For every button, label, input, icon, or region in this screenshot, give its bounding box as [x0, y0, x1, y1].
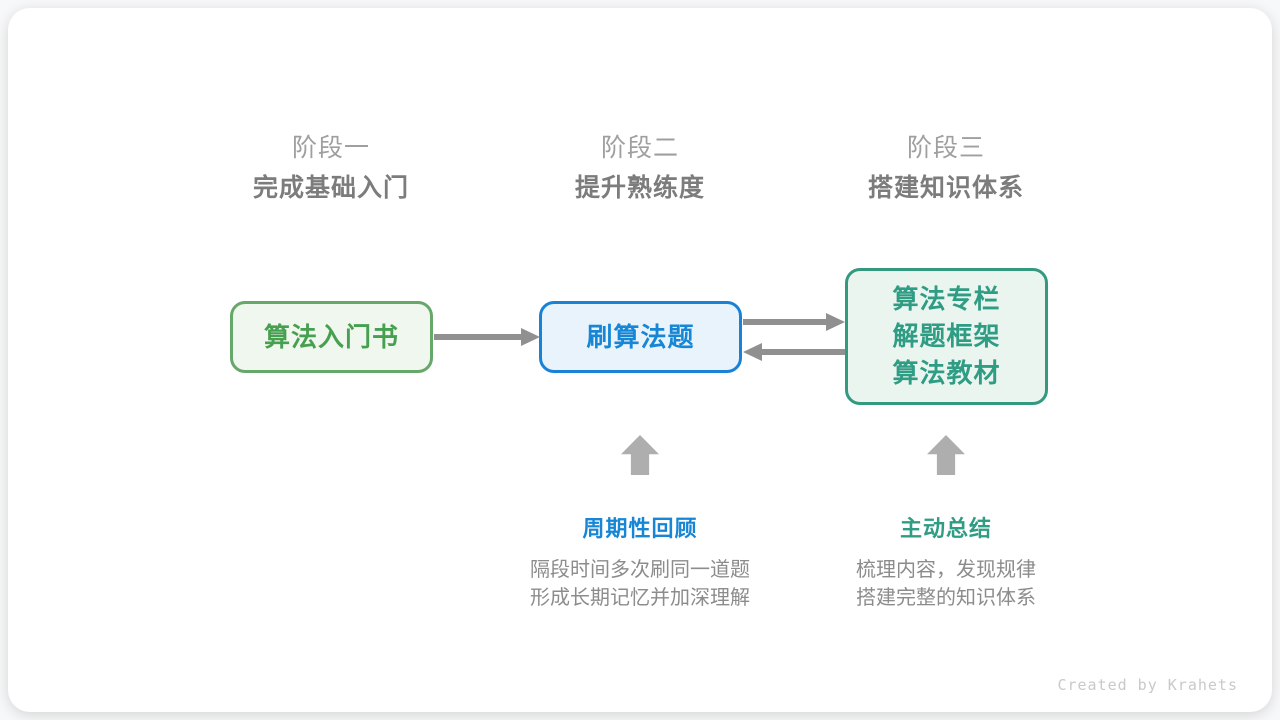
credit-text: Created by Krahets	[1057, 676, 1238, 694]
stage1-label: 阶段一	[291, 134, 370, 162]
annotation-periodic-review-desc-line-2: 形成长期记忆并加深理解	[530, 587, 750, 609]
node-intro-book-label: 算法入门书	[263, 321, 399, 352]
arrow-2-line	[743, 319, 828, 325]
annotation-active-summary-desc-line-1: 梳理内容，发现规律	[856, 559, 1036, 581]
node-knowledge-line-1: 算法专栏	[892, 284, 1001, 314]
annotation-active-summary-title: 主动总结	[899, 516, 992, 541]
arrow-3-line	[760, 349, 845, 355]
stage2-label: 阶段二	[600, 134, 679, 162]
node-intro-book: 算法入门书	[230, 301, 433, 373]
arrow-left-icon	[743, 343, 762, 361]
stage1-subtitle: 完成基础入门	[252, 174, 409, 202]
arrow-1-line	[434, 334, 523, 340]
stage2-subtitle: 提升熟练度	[574, 174, 705, 202]
node-knowledge-line-3: 算法教材	[892, 358, 1001, 388]
node-knowledge-line-2: 解题框架	[892, 321, 1001, 351]
annotation-active-summary-desc: 梳理内容，发现规律 搭建完整的知识体系	[786, 556, 1106, 612]
annotation-periodic-review-title: 周期性回顾	[582, 516, 698, 541]
arrow-right-icon	[826, 313, 845, 331]
annotation-active-summary-desc-line-2: 搭建完整的知识体系	[856, 587, 1036, 609]
annotation-periodic-review-desc: 隔段时间多次刷同一道题 形成长期记忆并加深理解	[480, 556, 800, 612]
stage3-subtitle: 搭建知识体系	[867, 174, 1024, 202]
node-practice-problems-label: 刷算法题	[586, 321, 695, 352]
node-practice-problems: 刷算法题	[539, 301, 742, 373]
annotation-periodic-review-desc-line-1: 隔段时间多次刷同一道题	[530, 559, 750, 581]
node-knowledge-sources: 算法专栏 解题框架 算法教材	[845, 268, 1048, 405]
arrow-right-icon	[521, 328, 540, 346]
stage3-label: 阶段三	[906, 134, 985, 162]
